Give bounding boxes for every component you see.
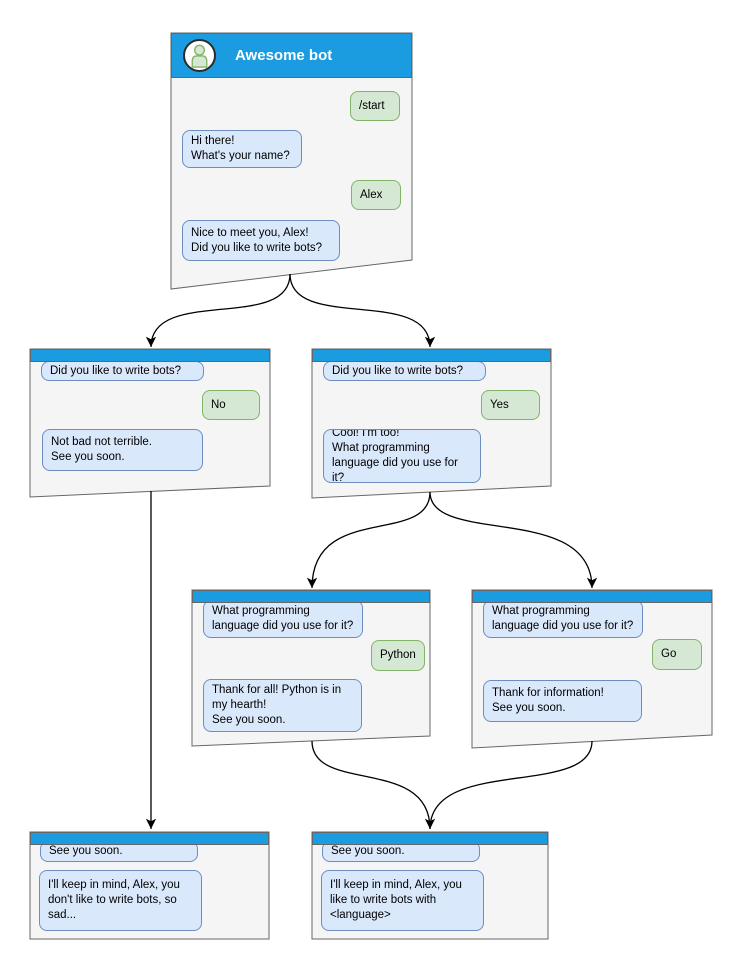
chat-window-end-no-header xyxy=(30,832,269,845)
bot-message-bubble: Did you like to write bots? xyxy=(323,361,486,381)
user-message-bubble: /start xyxy=(350,91,400,121)
bot-message-bubble: What programming language did you use fo… xyxy=(203,600,363,638)
bot-message-bubble: See you soon. xyxy=(40,841,198,862)
user-message-bubble: Yes xyxy=(481,390,540,420)
bot-message-bubble: Nice to meet you, Alex! Did you like to … xyxy=(182,220,340,261)
chat-window-end-yes-header xyxy=(312,832,548,845)
chat-window-title: Awesome bot xyxy=(235,47,333,64)
chat-window-end-yes: See you soon. I'll keep in mind, Alex, y… xyxy=(312,832,548,939)
bot-message-bubble: Cool! I'm too! What programming language… xyxy=(323,429,481,483)
chat-window-branch-no: Did you like to write bots? No Not bad n… xyxy=(30,349,270,497)
person-icon xyxy=(191,44,208,68)
user-message-bubble: Python xyxy=(371,640,425,671)
bot-message-bubble: Not bad not terrible. See you soon. xyxy=(42,429,203,471)
user-message-bubble: Go xyxy=(652,639,702,670)
chat-window-python: What programming language did you use fo… xyxy=(192,590,430,746)
chat-window-python-header xyxy=(192,590,430,603)
chat-window-start: Awesome bot /start Hi there! What's your… xyxy=(171,33,412,289)
chat-window-go: What programming language did you use fo… xyxy=(472,590,712,748)
bot-message-bubble: What programming language did you use fo… xyxy=(483,600,643,638)
chat-window-end-no: See you soon. I'll keep in mind, Alex, y… xyxy=(30,832,269,939)
bot-message-bubble: Thank for all! Python is in my hearth! S… xyxy=(203,679,362,732)
chat-window-go-header xyxy=(472,590,712,603)
chat-window-branch-yes-header xyxy=(312,349,551,362)
user-message-bubble: Alex xyxy=(351,180,401,210)
bot-avatar xyxy=(183,39,216,72)
user-message-bubble: No xyxy=(202,390,260,420)
bot-message-bubble: Thank for information! See you soon. xyxy=(483,680,642,722)
bot-message-bubble: I'll keep in mind, Alex, you like to wri… xyxy=(321,870,484,931)
bot-message-bubble: See you soon. xyxy=(322,841,480,862)
bot-message-bubble: I'll keep in mind, Alex, you don't like … xyxy=(39,870,202,931)
chat-window-branch-no-header xyxy=(30,349,270,362)
chat-window-branch-yes: Did you like to write bots? Yes Cool! I'… xyxy=(312,349,551,498)
bot-message-bubble: Did you like to write bots? xyxy=(41,361,204,381)
bot-message-bubble: Hi there! What's your name? xyxy=(182,130,302,168)
